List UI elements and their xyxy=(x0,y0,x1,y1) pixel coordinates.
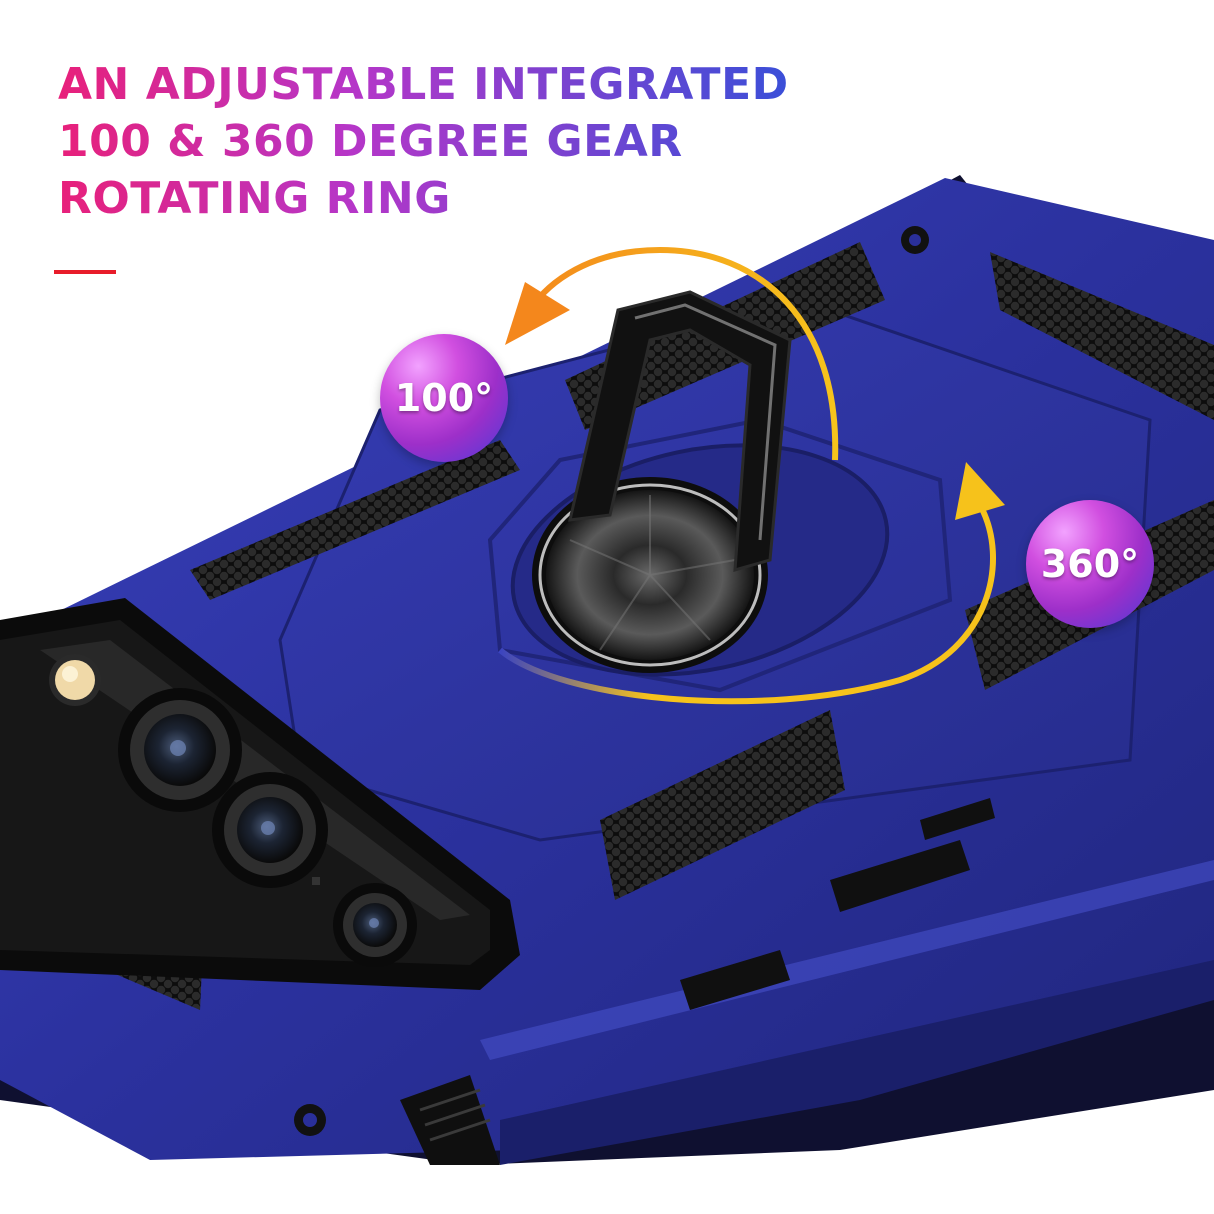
case-edge-highlight xyxy=(480,860,1214,1060)
rotation-arrow xyxy=(498,462,1005,705)
tilt-arrow xyxy=(505,246,839,461)
headline: AN ADJUSTABLE INTEGRATED 100 & 360 DEGRE… xyxy=(58,56,789,227)
tilt-angle-label: 100° xyxy=(394,376,494,420)
ring-loop xyxy=(568,290,792,573)
rotation-arrowhead-icon xyxy=(955,462,1005,520)
side-ridge-lines xyxy=(419,1088,491,1142)
case-bottom-bevel xyxy=(500,960,1214,1165)
ring-holder xyxy=(510,290,890,677)
tilt-angle-badge: 100° xyxy=(380,334,508,462)
flash-icon xyxy=(49,654,101,706)
headline-line-1: AN ADJUSTABLE INTEGRATED xyxy=(58,56,789,113)
side-button-3 xyxy=(920,798,995,840)
accent-dash xyxy=(54,270,116,274)
corner-screw-bottom xyxy=(294,1104,326,1136)
side-button-1 xyxy=(830,840,970,912)
camera-module xyxy=(0,598,520,990)
ring-base-silver-edge xyxy=(538,483,762,667)
ring-loop-highlight xyxy=(634,303,777,541)
grip-strip-top-left xyxy=(190,440,520,600)
rotation-angle-label: 360° xyxy=(1040,542,1140,586)
headline-line-3: ROTATING RING xyxy=(58,170,789,227)
tilt-arrowhead-icon xyxy=(505,282,570,345)
camera-lens-3 xyxy=(333,883,417,967)
corner-screw-top xyxy=(901,226,929,254)
rotation-arc xyxy=(498,503,996,705)
headline-line-2: 100 & 360 DEGREE GEAR xyxy=(58,113,789,170)
camera-lens-2 xyxy=(212,772,328,888)
sensor-dot xyxy=(312,877,320,885)
rotation-angle-badge: 360° xyxy=(1026,500,1154,628)
grip-strip-top-right xyxy=(990,252,1214,420)
side-button-2 xyxy=(680,950,790,1010)
side-ridge xyxy=(400,1075,500,1165)
ring-base-spokes xyxy=(569,495,736,651)
tilt-arc xyxy=(527,246,839,461)
grip-strip-bottom-mid xyxy=(600,710,845,900)
camera-lens-1 xyxy=(118,688,242,812)
